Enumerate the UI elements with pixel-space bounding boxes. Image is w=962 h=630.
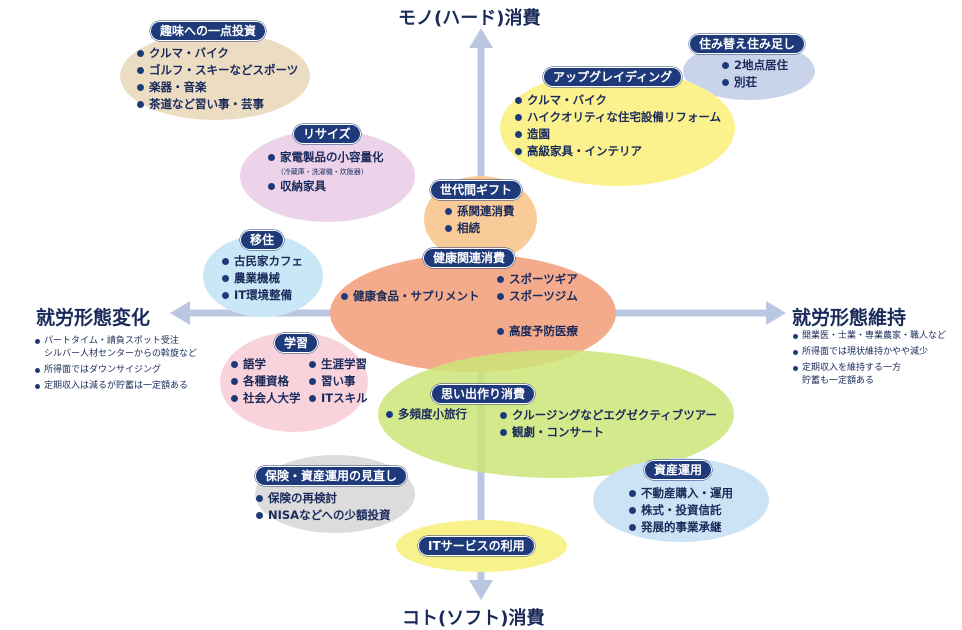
list-item: 習い事 <box>309 373 368 390</box>
list-item: クルージングなどエグゼクティブツアー <box>500 407 717 424</box>
left-note-item: 所得面ではダウンサイジング <box>35 364 197 377</box>
list-item: 高級家具・インテリア <box>515 143 721 160</box>
list-item: 発展的事業承継 <box>629 519 733 536</box>
axis-arrow-up <box>469 28 493 48</box>
axis-label-left: 就労形態変化 <box>36 307 151 329</box>
list-item: 相続 <box>445 220 515 237</box>
list-item: 造園 <box>515 126 721 143</box>
health-list-left: 健康食品・サプリメント <box>341 288 480 305</box>
list-item: 孫関連消費 <box>445 203 515 220</box>
list-item: 多頻度小旅行 <box>386 406 467 423</box>
health-list-right: スポーツギア スポーツジム <box>497 271 578 305</box>
downsize-list-2: 収納家具 <box>268 178 326 195</box>
list-item: 不動産購入・運用 <box>629 485 733 502</box>
memories-list-left: 多頻度小旅行 <box>386 406 467 423</box>
list-item: 2地点居住 <box>722 57 788 74</box>
relocation-title: 住み替え住み足し <box>689 34 806 54</box>
axis-arrow-left <box>170 301 190 325</box>
insurance-title: 保険・資産運用の見直し <box>255 466 408 486</box>
relocation-list: 2地点居住 別荘 <box>722 57 788 91</box>
list-item: 各種資格 <box>231 373 301 390</box>
downsize-note: (冷蔵庫・洗濯機・炊飯器) <box>281 168 364 176</box>
migration-title: 移住 <box>240 230 285 250</box>
list-item: 生涯学習 <box>309 356 368 373</box>
list-item: 語学 <box>231 356 301 373</box>
left-note-item: 定期収入は減るが貯蓄は一定額ある <box>35 380 197 393</box>
list-item: スポーツギア <box>497 271 578 288</box>
gift-list: 孫関連消費 相続 <box>445 203 515 237</box>
right-note-item: 開業医・士業・専業農家・職人など <box>793 330 946 343</box>
list-item: ハイクオリティな住宅設備リフォーム <box>515 109 721 126</box>
upgrade-list: クルマ・バイク ハイクオリティな住宅設備リフォーム 造園 高級家具・インテリア <box>515 92 721 160</box>
downsize-title: リサイズ <box>293 124 361 144</box>
hobby-title: 趣味への一点投資 <box>150 21 267 41</box>
health-list-right-2: 高度予防医療 <box>497 323 578 340</box>
upgrade-title: アップグレイディング <box>543 67 683 87</box>
list-item: スポーツジム <box>497 288 578 305</box>
list-item: 別荘 <box>722 74 788 91</box>
assets-list: 不動産購入・運用 株式・投資信託 発展的事業承継 <box>629 485 733 536</box>
it-title: ITサービスの利用 <box>418 536 535 556</box>
list-item: 農業機械 <box>222 270 303 287</box>
list-item: クルマ・バイク <box>515 92 721 109</box>
list-item: NISAなどへの少額投資 <box>256 507 391 524</box>
list-item: 古民家カフェ <box>222 253 303 270</box>
axis-label-right: 就労形態維持 <box>792 307 907 329</box>
memories-list-right: クルージングなどエグゼクティブツアー 観劇・コンサート <box>500 407 717 441</box>
downsize-ellipse <box>240 130 415 222</box>
list-item: 株式・投資信託 <box>629 502 733 519</box>
gift-title: 世代間ギフト <box>430 180 523 200</box>
downsize-list: 家電製品の小容量化 <box>268 149 384 166</box>
hobby-list: クルマ・バイク ゴルフ・スキーなどスポーツ 楽器・音楽 茶道など習い事・芸事 <box>137 45 298 113</box>
learning-list-right: 生涯学習 習い事 ITスキル <box>309 356 368 407</box>
axis-label-top: モノ(ハード)消費 <box>398 8 541 29</box>
memories-ellipse <box>378 350 734 478</box>
memories-title: 思い出作り消費 <box>431 384 536 404</box>
hobby-ellipse <box>120 32 310 120</box>
list-item: 茶道など習い事・芸事 <box>137 96 298 113</box>
list-item: ITスキル <box>309 390 368 407</box>
list-item: 保険の再検討 <box>256 490 391 507</box>
list-item: クルマ・バイク <box>137 45 298 62</box>
list-item: 高度予防医療 <box>497 323 578 340</box>
left-notes: パートタイム・請負スポット受注シルバー人材センターからの斡旋など 所得面ではダウ… <box>35 335 197 393</box>
health-title: 健康関連消費 <box>423 248 516 268</box>
list-item: ゴルフ・スキーなどスポーツ <box>137 62 298 79</box>
learning-title: 学習 <box>274 333 319 353</box>
list-item: 楽器・音楽 <box>137 79 298 96</box>
list-item: 観劇・コンサート <box>500 424 717 441</box>
list-item: 収納家具 <box>268 178 326 195</box>
list-item: 家電製品の小容量化 <box>268 149 384 166</box>
assets-title: 資産運用 <box>644 460 713 480</box>
right-notes: 開業医・士業・専業農家・職人など 所得面では現状維持かやや減少 定期収入を維持す… <box>793 330 946 388</box>
insurance-list: 保険の再検討 NISAなどへの少額投資 <box>256 490 391 524</box>
list-item: 健康食品・サプリメント <box>341 288 480 305</box>
left-note-item: パートタイム・請負スポット受注シルバー人材センターからの斡旋など <box>35 335 197 361</box>
right-note-item: 定期収入を維持する一方貯蓄も一定額ある <box>793 362 946 388</box>
migration-list: 古民家カフェ 農業機械 IT環境整備 <box>222 253 303 304</box>
list-item: IT環境整備 <box>222 287 303 304</box>
right-note-item: 所得面では現状維持かやや減少 <box>793 346 946 359</box>
axis-arrow-right <box>766 301 786 325</box>
axis-label-bottom: コト(ソフト)消費 <box>402 608 545 629</box>
list-item: 社会人大学 <box>231 390 301 407</box>
axis-arrow-down <box>469 580 493 600</box>
learning-list-left: 語学 各種資格 社会人大学 <box>231 356 301 407</box>
upgrade-ellipse <box>500 70 735 186</box>
